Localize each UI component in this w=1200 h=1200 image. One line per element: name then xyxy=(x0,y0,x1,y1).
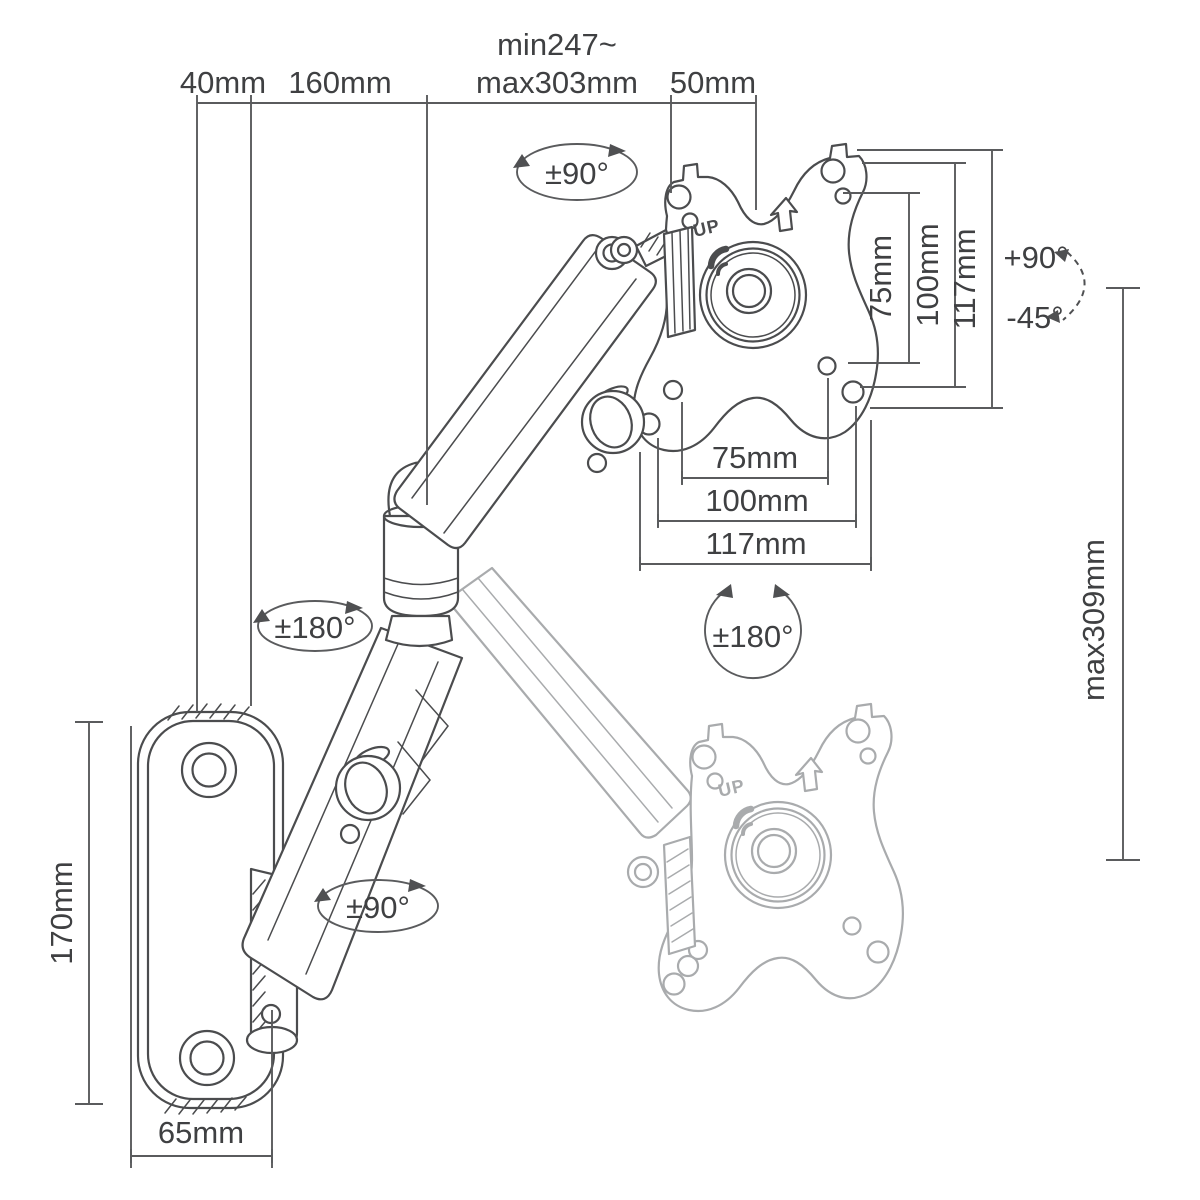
wall-plate-hatch-top xyxy=(167,703,250,721)
dim-top-chain: 40mm 160mm min247~ max303mm 50mm xyxy=(180,27,757,712)
vesa-plate-ghost xyxy=(659,704,903,1011)
rotation-mid-label: ±180° xyxy=(274,610,355,645)
dim-vesa-h-117mm: 117mm xyxy=(705,526,806,561)
dim-vesa-v-75mm: 75mm xyxy=(863,235,898,321)
wall-plate-hatch-bottom xyxy=(164,1096,247,1115)
rotation-vesa: ±180° xyxy=(704,584,802,680)
upper-arm xyxy=(393,234,657,550)
head-slide-channel xyxy=(662,225,697,339)
ghost-plate-connector xyxy=(626,835,700,978)
rotation-top-ellipse xyxy=(516,143,638,201)
wall-screw-hole-bottom xyxy=(178,1029,236,1087)
dim-170mm: 170mm xyxy=(44,861,79,964)
dim-min247: min247~ xyxy=(497,27,617,62)
tilt-indicator: +90° -45° xyxy=(1004,240,1086,335)
rotation-vesa-label: ±180° xyxy=(712,619,793,654)
lower-arm-linkage xyxy=(397,689,449,815)
dim-160mm: 160mm xyxy=(288,65,391,100)
dim-max303: max303mm xyxy=(476,65,638,100)
head-bracket xyxy=(609,225,697,339)
rotation-bottom-label: ±90° xyxy=(346,890,410,925)
dim-wall-plate-width: 65mm xyxy=(130,726,273,1168)
rotation-bottom: ±90° xyxy=(314,879,439,933)
lower-arm xyxy=(241,626,464,1001)
rotation-mid-ellipse xyxy=(257,600,373,652)
dim-max-height: max309mm xyxy=(1076,287,1140,861)
dim-40mm: 40mm xyxy=(180,65,266,100)
ghost-arm-lower-position xyxy=(445,566,692,839)
rotation-top-label: ±90° xyxy=(545,156,609,191)
dim-65mm: 65mm xyxy=(158,1115,244,1150)
wall-screw-hole-bottom-inner xyxy=(189,1040,225,1076)
dim-vesa-h-75mm: 75mm xyxy=(712,440,798,475)
dim-vesa-v-117mm: 117mm xyxy=(947,228,982,329)
dim-vesa-h-100mm: 100mm xyxy=(705,483,808,518)
up-arrow-icon xyxy=(769,196,799,233)
wall-screw-hole-top xyxy=(180,741,238,799)
dim-50mm: 50mm xyxy=(670,65,756,100)
dim-wall-plate-height: 170mm xyxy=(44,721,103,1105)
head-bolt xyxy=(609,235,639,265)
vesa-plate-upper: UP xyxy=(632,142,880,453)
rotation-bottom-ellipse xyxy=(317,879,439,933)
tilt-up-label: +90° xyxy=(1004,240,1069,275)
dim-vesa-horizontal: 75mm 100mm 117mm xyxy=(639,378,872,571)
vesa-center-boss xyxy=(698,240,808,350)
rotation-mid: ±180° xyxy=(253,600,373,652)
rotation-top: ±90° xyxy=(513,143,638,201)
dim-vesa-vertical: 75mm 100mm 117mm xyxy=(843,149,1003,409)
dim-max309mm: max309mm xyxy=(1076,539,1111,701)
rotation-vesa-circle xyxy=(704,587,802,680)
dim-vesa-v-100mm: 100mm xyxy=(910,223,945,326)
wall-screw-hole-top-inner xyxy=(191,752,227,788)
tilt-arc xyxy=(1062,251,1086,321)
